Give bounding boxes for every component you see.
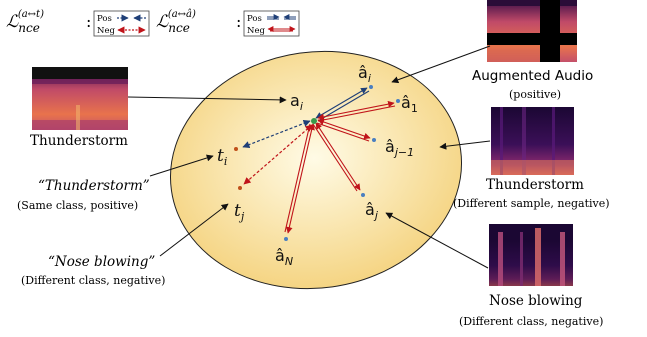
arrow-nose-blowing-to-ahat-j: [385, 212, 489, 269]
point-ahat-n: [284, 237, 288, 241]
caption-thunderstorm-right-note: (Different sample, negative): [453, 197, 610, 210]
text-query-thunderstorm-note: (Same class, positive): [17, 199, 138, 212]
caption-nose-blowing-right: Nose blowing: [489, 293, 583, 309]
legend-pos-label: Pos: [97, 14, 112, 24]
point-ahat-j-minus-1: [372, 138, 376, 142]
text-query-thunderstorm: “Thunderstorm”: [38, 178, 150, 194]
caption-augmented-audio: Augmented Audio: [472, 68, 593, 84]
arrow-text-nose-blowing-to-tj: [159, 203, 229, 257]
negative-link-ahat-1: [317, 100, 396, 122]
label-t-j: tj: [234, 201, 245, 223]
legend-neg-label: Neg: [97, 26, 115, 36]
caption-augmented-audio-note: (positive): [509, 88, 561, 101]
legend-neg-label-2: Neg: [247, 26, 265, 36]
spectrogram-nose-blowing: [489, 224, 573, 286]
label-ahat-j-minus-1: âj−1: [385, 137, 414, 159]
spectrogram-augmented-audio: [487, 0, 577, 62]
legend: ℒnce(a↔t) : Pos Neg ℒnce(a↔â) : Pos Neg: [6, 9, 300, 37]
embedding-space-ellipse: [169, 50, 463, 290]
arrow-thunderstorm-right-to-ahat-j1: [439, 140, 491, 150]
loss-label-audio-text: ℒnce(a↔t): [6, 9, 44, 35]
label-ahat-1: â1: [401, 93, 418, 115]
point-ahat-j: [361, 193, 365, 197]
spectrogram-thunderstorm-right: [491, 107, 574, 175]
text-query-nose-blowing: “Nose blowing”: [48, 254, 155, 270]
point-ahat-i: [369, 85, 373, 89]
point-a-i: [311, 118, 317, 124]
legend-pos-label-2: Pos: [247, 14, 262, 24]
label-a-i: ai: [290, 91, 303, 113]
svg-text::: :: [86, 12, 91, 31]
point-t-i: [234, 147, 238, 151]
label-ahat-j: âj: [365, 200, 379, 222]
arrow-augmented-to-ahat-i: [391, 45, 491, 84]
point-t-j: [238, 186, 242, 190]
caption-thunderstorm-right: Thunderstorm: [486, 177, 584, 193]
negative-link-ahat-j: [312, 122, 361, 192]
negative-link-ahat-n: [284, 123, 315, 234]
caption-nose-blowing-right-note: (Different class, negative): [459, 315, 603, 328]
label-ahat-n: âN: [275, 246, 293, 268]
label-t-i: ti: [217, 146, 227, 168]
svg-text::: :: [236, 12, 241, 31]
point-ahat-1: [396, 99, 400, 103]
arrow-thunderstorm-to-ai: [127, 96, 287, 104]
caption-thunderstorm-left: Thunderstorm: [30, 133, 128, 149]
label-ahat-i: âi: [358, 63, 371, 85]
text-query-nose-blowing-note: (Different class, negative): [21, 274, 165, 287]
loss-label-augment-text: ℒnce(a↔â): [156, 9, 196, 35]
arrow-text-thunderstorm-to-ti: [149, 154, 214, 177]
spectrogram-thunderstorm-left: [32, 67, 128, 130]
